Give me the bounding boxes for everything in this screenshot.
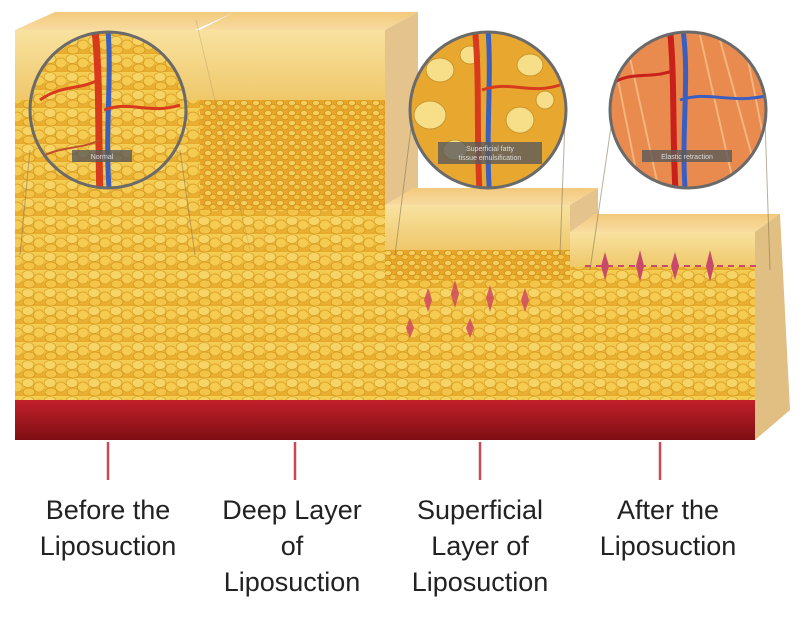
block-after — [570, 214, 790, 440]
zoom-caption-superficial-line2: tissue emulsification — [459, 155, 522, 162]
stage-label-superficial-line1: Superficial — [416, 495, 544, 525]
label-pointers — [106, 442, 662, 480]
zoom-caption-normal: Normal — [91, 154, 114, 161]
stage-label-before: Before the Liposuction — [8, 492, 208, 564]
zoom-circle-superficial: Superficial fatty tissue emulsification — [408, 30, 568, 190]
zoom-connectors — [19, 19, 771, 271]
block-deep-layer — [200, 12, 418, 440]
stage-label-after-line2: Liposuction — [599, 531, 737, 561]
zoom-circle-retraction: Elastic retraction — [608, 30, 768, 190]
zoom-caption-retraction: Elastic retraction — [661, 154, 713, 161]
stage-label-superficial: Superficial Layer of Liposuction — [380, 492, 580, 600]
zoom-caption-superficial-line1: Superficial fatty — [466, 146, 514, 153]
zoom-circle-normal: Normal — [28, 30, 188, 190]
stage-label-superficial-line3: Liposuction — [411, 567, 549, 597]
stage-label-superficial-line2: Layer of — [431, 531, 529, 561]
stage-label-after-line1: After the — [616, 495, 720, 525]
stage-label-before-line2: Liposuction — [39, 531, 177, 561]
stage-label-deep-line1: Deep Layer — [222, 495, 362, 525]
stage-label-deep-line3: Liposuction — [223, 567, 361, 597]
stage-label-deep-line2: of — [280, 531, 304, 561]
stage-label-after: After the Liposuction — [568, 492, 768, 564]
stage-label-deep: Deep Layer of Liposuction — [192, 492, 392, 600]
block-superficial-layer — [385, 188, 598, 440]
stage-label-before-line1: Before the — [45, 495, 171, 525]
